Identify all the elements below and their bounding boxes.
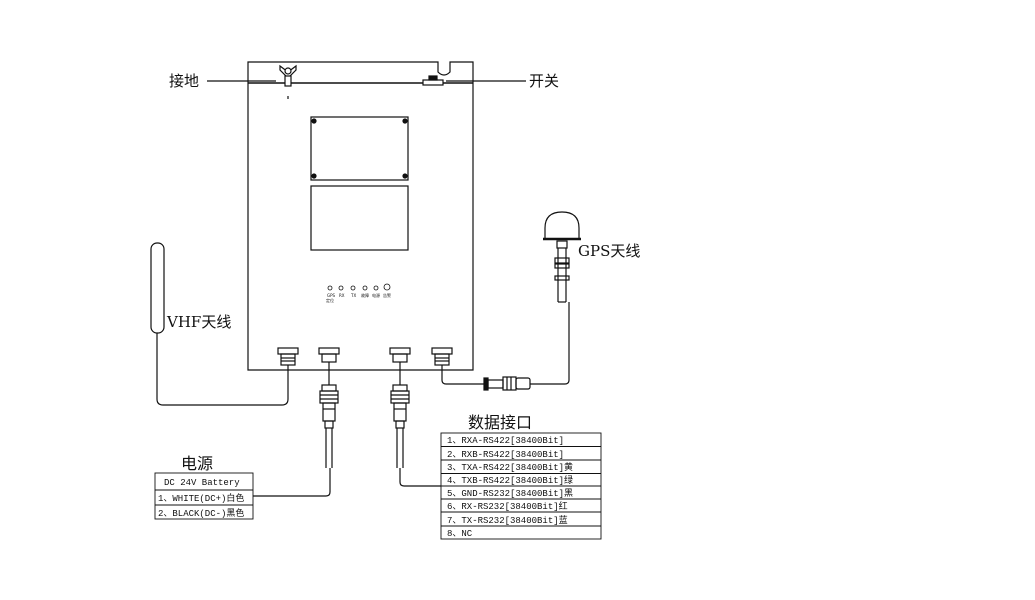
data-table-row: 1、RXA-RS422[38400Bit]	[447, 436, 564, 446]
led-label-fault: 故障	[361, 292, 369, 298]
data-port-title: 数据接口	[468, 413, 532, 432]
power-table-header: DC 24V Battery	[164, 478, 240, 488]
led-panel	[327, 283, 391, 291]
power-switch	[422, 75, 444, 86]
power-table-row: 2、BLACK(DC-)黑色	[158, 507, 244, 519]
display-plate-bottom	[310, 185, 409, 251]
ground-label: 接地	[169, 72, 199, 90]
data-connector	[389, 347, 411, 363]
power-table-row: 1、WHITE(DC+)白色	[158, 492, 244, 504]
data-table-row: 5、GND-RS232[38400Bit]黑	[447, 488, 573, 499]
vhf-connector	[277, 347, 299, 366]
power-connector	[318, 347, 340, 363]
data-table-row: 4、TXB-RS422[38400Bit]绿	[447, 474, 573, 486]
data-table-row: 7、TX-RS232[38400Bit]蓝	[447, 514, 568, 526]
switch-label: 开关	[529, 72, 559, 90]
led-label-alarm: 告警	[383, 292, 391, 298]
led-label-rx: RX	[339, 293, 345, 298]
led-label-gps-sub: 定位	[326, 297, 334, 303]
data-port-table	[440, 432, 602, 540]
device-enclosure	[247, 61, 474, 371]
power-table	[154, 472, 254, 520]
gps-connector	[431, 347, 453, 366]
power-title: 电源	[181, 454, 213, 473]
vhf-antenna	[150, 242, 289, 406]
gps-antenna	[530, 211, 581, 385]
data-table-row: 6、RX-RS232[38400Bit]红	[447, 500, 568, 512]
display-plate-top	[310, 116, 409, 181]
data-table-row: 3、TXA-RS422[38400Bit]黄	[447, 461, 573, 473]
data-cable-plug	[390, 362, 441, 487]
vhf-antenna-label: VHF天线	[166, 313, 231, 331]
gps-antenna-label: GPS天线	[578, 242, 640, 260]
ground-wing-nut	[279, 64, 297, 99]
gps-cable-connector	[441, 365, 531, 391]
led-label-tx: TX	[350, 293, 356, 298]
data-table-row: 2、RXB-RS422[38400Bit]	[447, 450, 564, 460]
led-label-gps: GPS	[327, 293, 336, 298]
power-cable-plug	[253, 362, 339, 497]
data-table-row: 8、NC	[447, 529, 473, 539]
led-label-power: 电源	[372, 292, 380, 298]
